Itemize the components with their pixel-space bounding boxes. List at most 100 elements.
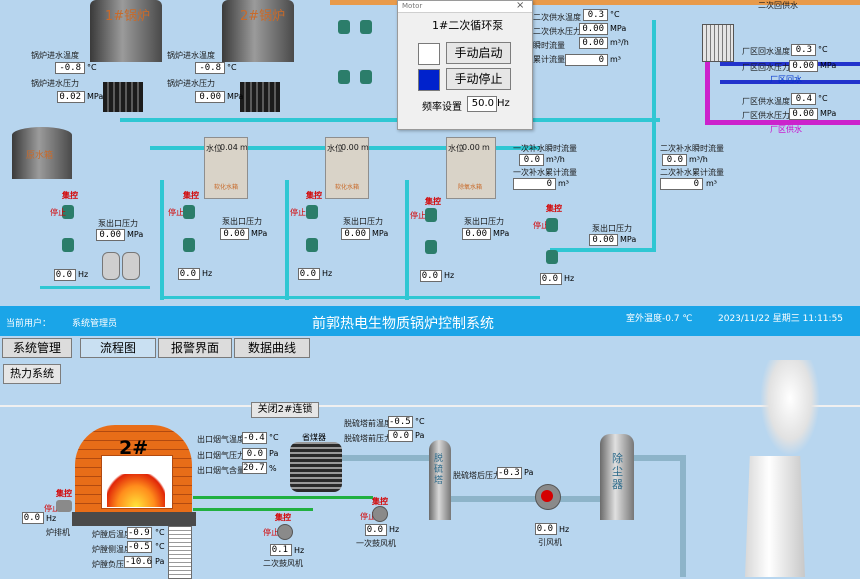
station1-pump-b[interactable] [183,238,195,252]
flue-o2-label: 出口烟气含量 [197,466,245,475]
station1-stop[interactable]: 停止 [168,208,184,217]
chimney [745,456,805,577]
right-station-stop[interactable]: 停止 [533,221,549,230]
station3-tank-level-value: 0.00 [462,143,480,152]
station2-pump-a[interactable] [306,205,318,219]
right-station-pump-b[interactable] [546,250,558,264]
right-station-hz-unit: Hz [564,274,575,283]
station3-pressure-unit: MPa [493,229,510,238]
furnace-side-temp-value: -0.5 [127,541,152,553]
flue-pipe-3 [634,455,684,461]
fan2-ctrl[interactable]: 集控 [275,513,291,522]
desulf-out-pressure-value: -0.3 [497,467,522,479]
motor-dialog-close-button[interactable]: × [516,0,525,11]
fan1-hz-unit: Hz [389,525,400,534]
dust-collector [600,434,634,520]
desulf-in-temp-unit: °C [415,417,425,426]
station3-ctrl[interactable]: 集控 [425,197,441,206]
manual-stop-button[interactable]: 手动停止 [446,68,511,90]
station2-stop[interactable]: 停止 [290,208,306,217]
plant-supply-pressure-unit: MPa [820,109,837,118]
circulation-pump-4[interactable] [360,70,372,84]
plant-supply-pressure-value: 0.00 [789,108,818,120]
station2-hz-unit: Hz [322,269,333,278]
fan1-label: 一次鼓风机 [356,539,396,548]
station2-ctrl[interactable]: 集控 [306,191,322,200]
secondary-supply-temp-unit: °C [610,10,620,19]
bottom-mid-pipe [160,296,540,299]
right-station-ctrl[interactable]: 集控 [546,204,562,213]
secondary-inst-flow-unit: m³/h [610,38,629,47]
magenta-riser [705,60,710,124]
station3-pump-b[interactable] [425,240,437,254]
station3-pump-a[interactable] [425,208,437,222]
blue-return-pipe-2 [720,80,860,84]
stop-indicator [418,69,440,91]
primary-makeup-inst-unit: m³/h [546,155,565,164]
economizer [290,442,342,492]
grate-ctrl[interactable]: 集控 [56,489,72,498]
station1-pump-a[interactable] [183,205,195,219]
manual-start-button[interactable]: 手动启动 [446,42,511,64]
boiler2-inlet-temp-value: -0.8 [195,62,225,74]
fan2-hz-unit: Hz [294,546,305,555]
tab-flowchart[interactable]: 流程图 [80,338,156,358]
station2-pump-b[interactable] [306,238,318,252]
circulation-pump-1[interactable] [338,20,350,34]
secondary-total-flow-value: 0 [565,54,608,66]
freq-unit: Hz [497,98,510,109]
close-interlock-button[interactable]: 关闭2#连锁 [251,402,319,418]
boiler1-heat-exchanger [103,82,143,112]
fan1-stop[interactable]: 停止 [360,512,376,521]
boiler2-heat-exchanger [240,82,280,112]
station2-pressure-unit: MPa [372,229,389,238]
grate-stop[interactable]: 停止 [44,504,60,513]
furnace-flame-icon [107,474,165,507]
raw-station-ctrl[interactable]: 集控 [62,191,78,200]
tab-alarm[interactable]: 报警界面 [158,338,232,358]
fan1-motor[interactable] [372,506,388,522]
station3-stop[interactable]: 停止 [410,211,426,220]
tab-system-management[interactable]: 系统管理 [2,338,72,358]
fan2-hz-value: 0.1 [270,544,292,556]
secondary-supply-pressure-label: 二次供水压力 [533,27,581,36]
motor-dialog-titlebar[interactable] [398,1,532,13]
furnace-back-temp-unit: °C [155,528,165,537]
right-riser-pipe [652,20,656,250]
station1-ctrl[interactable]: 集控 [183,191,199,200]
fan2-label: 二次鼓风机 [263,559,303,568]
furnace-side-temp-unit: °C [155,542,165,551]
station3-hz-value: 0.0 [420,270,442,282]
secondary-supply-temp-label: 二次供水温度 [533,13,581,22]
grate-motor[interactable] [56,500,72,512]
boiler1-label: 1#锅炉 [105,9,151,24]
boiler1-inlet-pressure-label: 锅炉进水压力 [31,79,79,88]
station1-tank-name: 软化水箱 [214,184,239,191]
furnace-back-temp-value: -0.9 [127,527,152,539]
thermal-system-button[interactable]: 热力系统 [3,364,61,384]
raw-station-stop[interactable]: 停止 [50,208,66,217]
desulf-tower [429,440,451,520]
circulation-pump-2[interactable] [338,70,350,84]
fan2-stop[interactable]: 停止 [263,528,279,537]
right-station-pump-a[interactable] [546,218,558,232]
raw-station-pump-b[interactable] [62,238,74,252]
station2-pressure-label: 泵出口压力 [343,217,383,226]
raw-station-hz-value: 0.0 [54,269,76,281]
freq-input[interactable]: 50.0 [467,96,497,112]
circulation-pump-3[interactable] [360,20,372,34]
station3-tank-level-label: 水位 [448,144,464,153]
raw-station-pump-a[interactable] [62,205,74,219]
fan2-motor[interactable] [277,524,293,540]
tab-data-curve[interactable]: 数据曲线 [234,338,310,358]
flue-pipe-2 [450,496,600,502]
station2-tank-level-value: 0.00 [341,143,359,152]
station1-tank-level-label: 水位 [206,144,222,153]
flue-pressure-label: 出口烟气压力 [197,451,245,460]
flue-temp-unit: °C [269,433,279,442]
fan1-ctrl[interactable]: 集控 [372,497,388,506]
bottom-left-pipe [40,286,150,289]
desulf-in-temp-value: -0.5 [388,416,413,428]
station1-hz-unit: Hz [202,269,213,278]
boiler1-inlet-temp-unit: °C [87,63,97,72]
